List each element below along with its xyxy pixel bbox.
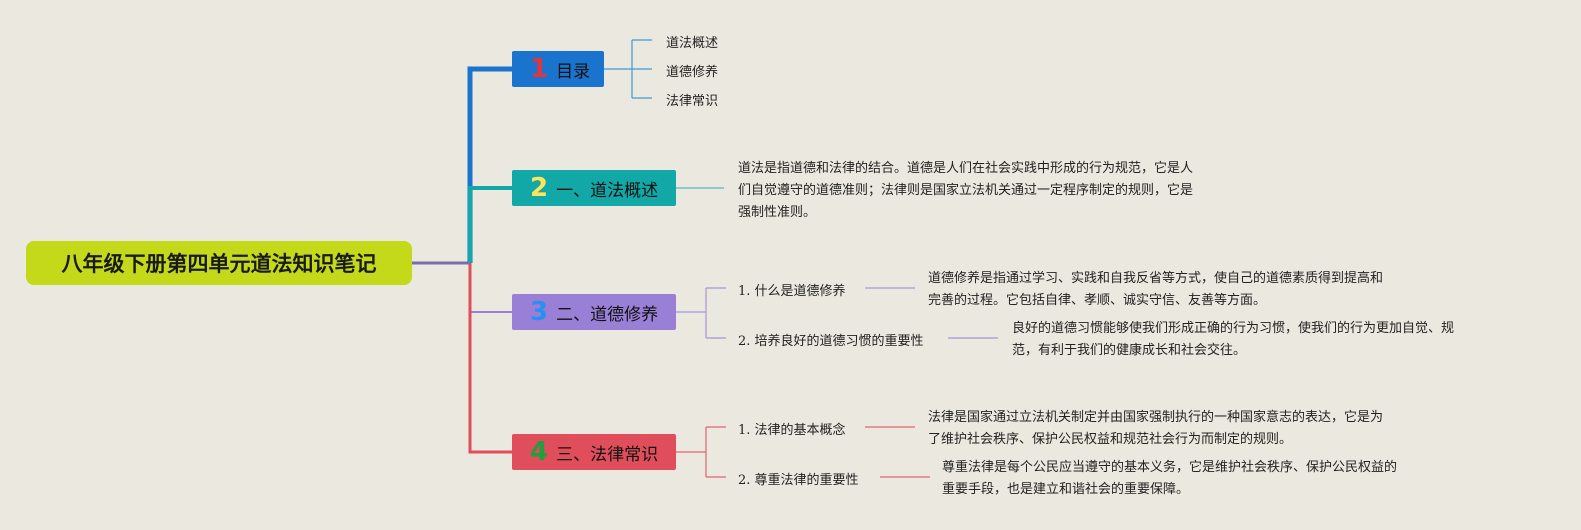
- law-sub-respect-text: 尊重法律是每个公民应当遵守的基本义务，它是维护社会秩序、保护公民权益的 重要手段…: [942, 457, 1442, 501]
- branch-toc[interactable]: 1 目录: [512, 51, 604, 87]
- text-line: 重要手段，也是建立和谐社会的重要保障。: [942, 482, 1190, 497]
- branch-label: 目录: [556, 61, 591, 82]
- text-line: 道德修养是指通过学习、实践和自我反省等方式，使自己的道德素质得到提高和: [928, 271, 1384, 286]
- text-line: 强制性准则。: [738, 205, 817, 220]
- branch-label: 一、道法概述: [556, 180, 659, 201]
- branch-overview[interactable]: 2 一、道法概述: [512, 170, 676, 206]
- law-sub-respect[interactable]: 2. 尊重法律的重要性: [738, 473, 859, 488]
- branch-moral[interactable]: 3 二、道德修养: [512, 294, 676, 330]
- root-node[interactable]: 八年级下册第四单元道法知识笔记: [26, 241, 412, 285]
- spine-branch1: [467, 66, 512, 263]
- moral-sub-what[interactable]: 1. 什么是道德修养: [738, 284, 846, 299]
- branch-number: 3: [530, 297, 549, 327]
- overview-text: 道法是指道德和法律的结合。道德是人们在社会实践中形成的行为规范，它是人 们自觉遵…: [738, 158, 1238, 224]
- branch-label: 二、道德修养: [556, 304, 659, 325]
- text-line: 完善的过程。它包括自律、孝顺、诚实守信、友善等方面。: [928, 293, 1267, 308]
- law-sub-concept-text: 法律是国家通过立法机关制定并由国家强制执行的一种国家意志的表达，它是为 了维护社…: [928, 407, 1428, 451]
- branch-number: 2: [530, 173, 549, 203]
- law-sub-concept[interactable]: 1. 法律的基本概念: [738, 423, 846, 438]
- toc-item-overview[interactable]: 道法概述: [666, 36, 719, 51]
- toc-item-moral[interactable]: 道德修养: [666, 65, 719, 80]
- moral-sub-habits-text: 良好的道德习惯能够使我们形成正确的行为习惯，使我们的行为更加自觉、规 范，有利于…: [1012, 318, 1512, 362]
- branch-number: 1: [530, 54, 549, 84]
- text-line: 尊重法律是每个公民应当遵守的基本义务，它是维护社会秩序、保护公民权益的: [942, 460, 1398, 475]
- branch3-sub-connector: [676, 287, 726, 339]
- spine-branch2: [468, 186, 512, 263]
- moral-sub-habits[interactable]: 2. 培养良好的道德习惯的重要性: [738, 334, 924, 349]
- toc-item-law[interactable]: 法律常识: [666, 94, 719, 109]
- branch4-sub-connector: [676, 426, 726, 478]
- branch-label: 三、法律常识: [556, 444, 659, 465]
- text-line: 道法是指道德和法律的结合。道德是人们在社会实践中形成的行为规范，它是人: [738, 161, 1194, 176]
- spine-branch3: [469, 263, 512, 313]
- text-line: 良好的道德习惯能够使我们形成正确的行为习惯，使我们的行为更加自觉、规: [1012, 321, 1455, 336]
- moral-sub-what-text: 道德修养是指通过学习、实践和自我反省等方式，使自己的道德素质得到提高和 完善的过…: [928, 268, 1428, 312]
- root-label: 八年级下册第四单元道法知识笔记: [61, 252, 377, 276]
- text-line: 们自觉遵守的道德准则；法律则是国家立法机关通过一定程序制定的规则，它是: [738, 183, 1194, 198]
- text-line: 了维护社会秩序、保护公民权益和规范社会行为而制定的规则。: [928, 432, 1293, 447]
- text-line: 法律是国家通过立法机关制定并由国家强制执行的一种国家意志的表达，它是为: [928, 410, 1384, 425]
- branch1-leaf-connector: [604, 39, 652, 99]
- spine-branch4: [468, 263, 512, 454]
- branch-number: 4: [530, 437, 549, 467]
- text-line: 范，有利于我们的健康成长和社会交往。: [1012, 343, 1247, 358]
- branch-law[interactable]: 4 三、法律常识: [512, 434, 676, 470]
